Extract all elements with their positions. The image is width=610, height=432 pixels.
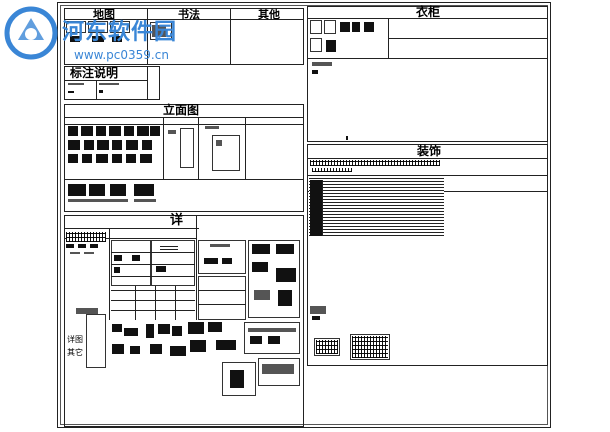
detail-label-a: 详图	[67, 335, 83, 344]
detail-label-b: 其它	[67, 348, 83, 357]
others-title: 其他	[258, 8, 280, 21]
map-title: 地图	[93, 8, 115, 21]
elevation-panel	[64, 104, 304, 212]
watermark-url: www.pc0359.cn	[74, 48, 169, 62]
annotation-title: 标注说明	[70, 66, 119, 80]
map-panel	[64, 8, 304, 65]
calligraphy-title: 书法	[178, 8, 200, 21]
detail-panel	[64, 215, 304, 427]
wardrobe-panel	[307, 6, 548, 142]
detail-title: 详	[170, 213, 184, 228]
decoration-title: 装饰	[417, 144, 442, 158]
annotation-panel	[64, 66, 148, 100]
decoration-panel	[307, 144, 548, 366]
elevation-title: 立面图	[163, 103, 200, 117]
drawing-sheet-frame	[57, 2, 551, 428]
watermark-logo-icon	[4, 6, 58, 60]
watermark-site-name: 河东软件园	[62, 20, 178, 45]
wardrobe-title: 衣柜	[416, 5, 441, 19]
